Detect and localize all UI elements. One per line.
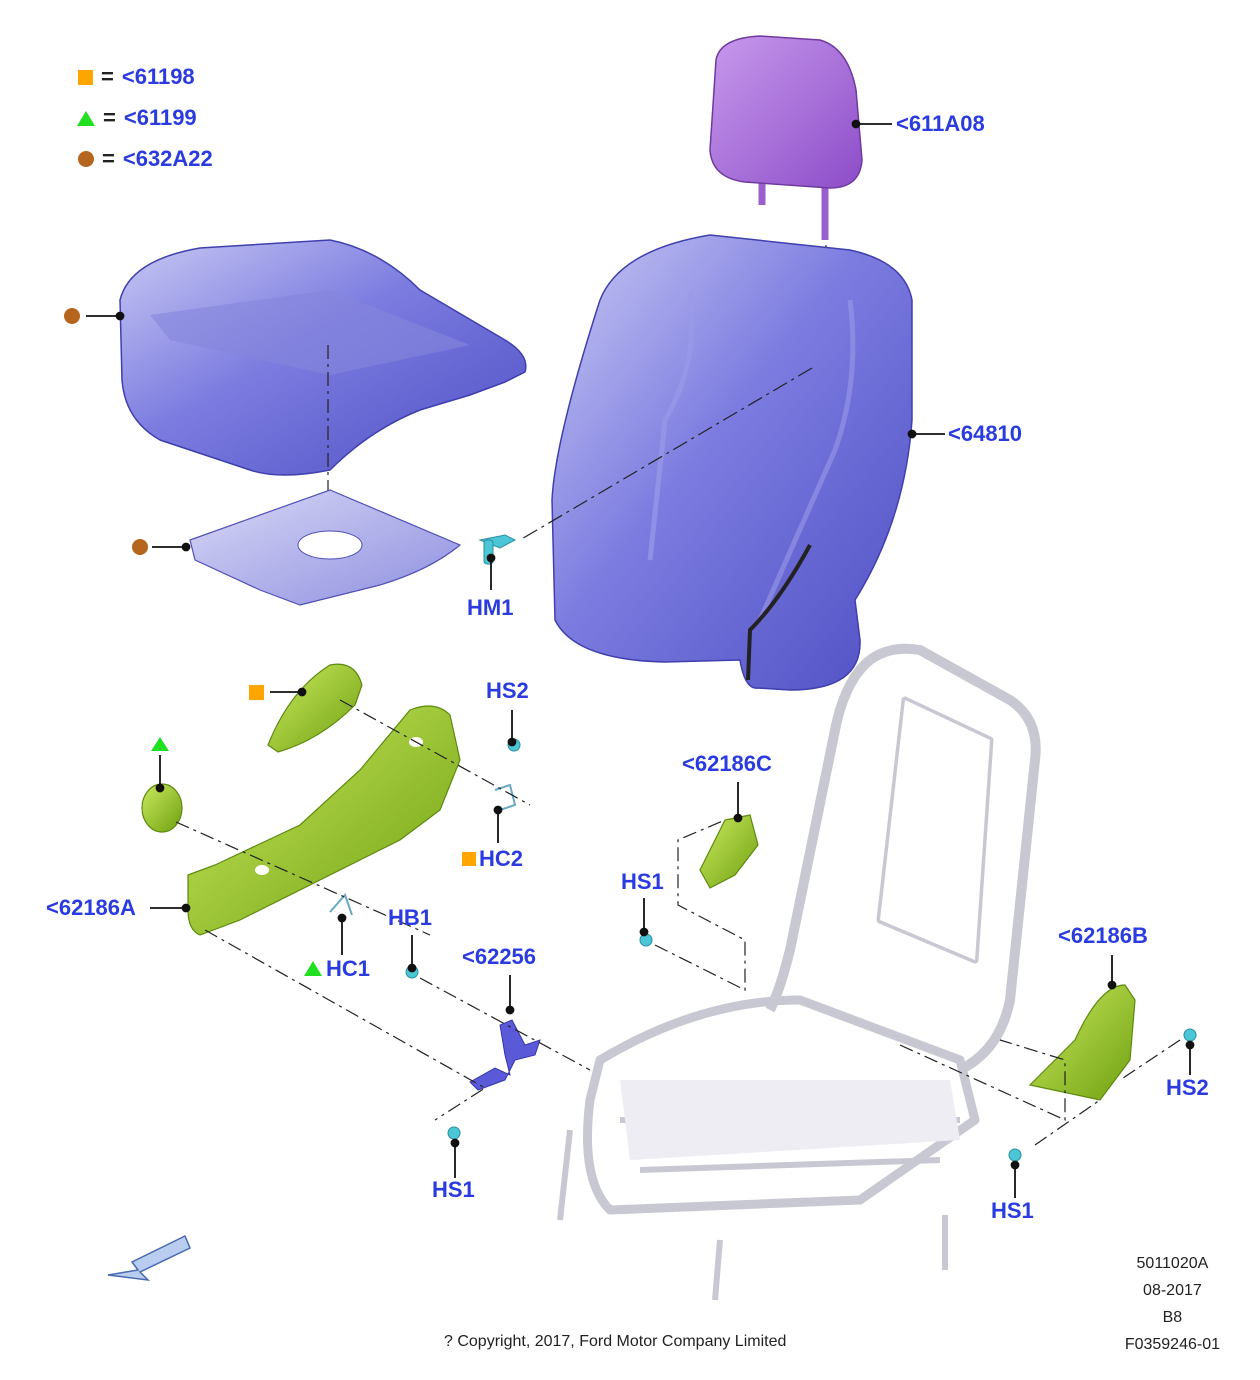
trim-62186c-cover: [699, 814, 759, 889]
drawing-revision: B8: [1162, 1309, 1183, 1326]
legend-row-square: = <61198: [78, 64, 195, 90]
trim-upper-cover: [267, 663, 363, 753]
callout-hb1: HB1: [388, 905, 433, 930]
legend-equals: =: [102, 146, 115, 171]
legend-equals: =: [101, 64, 114, 89]
legend-equals: =: [103, 105, 116, 130]
callout-hs1-right: HS1: [991, 1198, 1034, 1223]
assembly-lines: [175, 699, 1181, 1146]
square-symbol: [78, 69, 93, 85]
callout-trim-b: <62186B: [1058, 923, 1148, 948]
legend-row-triangle: = <61199: [77, 105, 197, 131]
circle-symbol-cushion: [64, 308, 80, 324]
leader-lines: [86, 119, 1195, 1198]
triangle-symbol-knob: [151, 737, 169, 751]
bracket-62256: [469, 1019, 541, 1091]
triangle-symbol: [77, 110, 95, 126]
seat-frame-shading: [620, 700, 990, 1160]
callout-trim-a: <62186A: [46, 895, 136, 920]
callout-trim-c: <62186C: [682, 751, 772, 776]
legend-code: <61199: [123, 105, 197, 130]
callout-hs2-top: HS2: [486, 678, 529, 703]
circle-symbol: [78, 151, 94, 167]
callout-hs1-mid: HS1: [621, 869, 664, 894]
legend-code: <632A22: [122, 146, 213, 171]
recliner-knob: [141, 783, 183, 833]
backrest-pad: [519, 234, 913, 691]
part-symbols: [64, 308, 476, 976]
callout-backrest-pad: <64810: [948, 421, 1023, 446]
drawing-id: F0359246-01: [1124, 1336, 1220, 1353]
square-symbol-hc2: [462, 852, 476, 866]
trim-62186a-panel: [187, 705, 461, 936]
copyright-text: ? Copyright, 2017, Ford Motor Company Li…: [444, 1333, 787, 1350]
callout-hc2: HC2: [479, 846, 524, 871]
callout-bracket: <62256: [462, 944, 537, 969]
square-symbol-upper-cover: [249, 685, 264, 700]
seat-pan-plate: [189, 489, 462, 606]
callout-hs2-right: HS2: [1166, 1075, 1209, 1100]
triangle-symbol-hc1: [304, 961, 322, 976]
legend-row-circle: = <632A22: [78, 146, 213, 172]
hm1-fastener: [478, 534, 517, 565]
drawing-code: 5011020A: [1136, 1255, 1209, 1272]
drawing-meta: 5011020A 08-2017 B8 F0359246-01: [1125, 1250, 1220, 1358]
direction-arrow-icon: [107, 1234, 191, 1282]
callout-hs1-bottom: HS1: [432, 1177, 475, 1202]
trim-62186b-cover: [1028, 984, 1136, 1101]
callout-hc1: HC1: [326, 956, 371, 981]
callout-headrest: <611A08: [896, 111, 985, 136]
callout-hm1: HM1: [467, 595, 514, 620]
circle-symbol-plate: [132, 539, 148, 555]
legend-code: <61198: [121, 64, 195, 89]
drawing-date: 08-2017: [1143, 1282, 1202, 1299]
